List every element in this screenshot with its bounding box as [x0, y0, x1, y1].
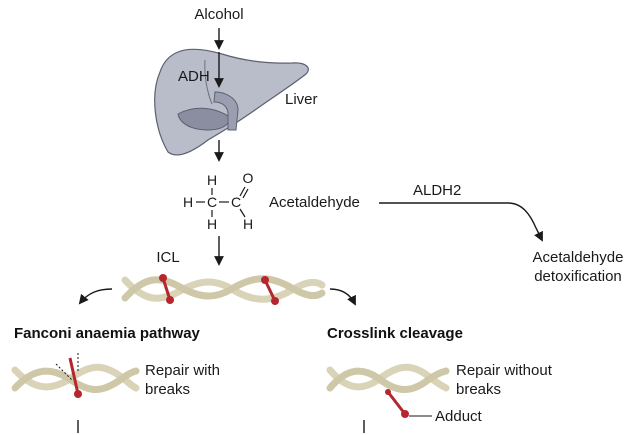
detox-label-line1: Acetaldehyde — [533, 249, 624, 266]
arrow-to-fanconi — [78, 288, 113, 305]
liver-lobe-line — [204, 59, 213, 105]
acetaldehyde-label: Acetaldehyde — [269, 194, 360, 211]
atom-c2: C — [231, 194, 241, 210]
atom-c1: C — [207, 194, 217, 210]
bond-c2-o-b — [242, 188, 249, 199]
crosslink-heading: Crosslink cleavage — [327, 325, 463, 342]
fanconi-crosslink-node — [74, 390, 82, 398]
adduct-anchor — [385, 389, 391, 395]
repair-with-line2: breaks — [145, 381, 190, 398]
adh-label: ADH — [178, 68, 210, 85]
atom-o: O — [243, 170, 254, 186]
fanconi-heading: Fanconi anaemia pathway — [14, 325, 201, 342]
crosslink-node-2a — [261, 276, 269, 284]
aldh2-label: ALDH2 — [413, 182, 461, 199]
acetaldehyde-structure: H O H C C H H — [183, 170, 254, 232]
adduct-bar — [386, 391, 407, 415]
crosslink-node-1a — [159, 274, 167, 282]
portal-vessel-shape — [213, 91, 239, 131]
detox-label-line2: detoxification — [534, 268, 622, 285]
atom-h-top: H — [207, 172, 217, 188]
bond-c2-hbottom — [239, 208, 246, 218]
liver-label: Liver — [285, 91, 318, 108]
crosslink-dna-helix — [326, 363, 450, 418]
fanconi-crosslink-bar — [68, 357, 80, 395]
adduct-label: Adduct — [435, 408, 483, 425]
adduct-node — [401, 410, 409, 418]
repair-without-line2: breaks — [456, 381, 501, 398]
crosslink-node-2b — [271, 297, 279, 305]
alcohol-label: Alcohol — [194, 6, 243, 23]
icl-label: ICL — [156, 249, 179, 266]
crosslink-node-1b — [166, 296, 174, 304]
repair-with-line1: Repair with — [145, 362, 220, 379]
arrow-aldh2 — [379, 202, 543, 242]
atom-h-bottom2: H — [243, 216, 253, 232]
atom-h-left: H — [183, 194, 193, 210]
icl-dna-helix — [121, 274, 326, 305]
repair-without-line1: Repair without — [456, 362, 553, 379]
fanconi-dna-helix — [11, 353, 140, 398]
liver-illustration — [154, 48, 309, 156]
gallbladder-shape — [177, 107, 230, 131]
arrow-to-crosslink — [329, 288, 356, 306]
atom-h-bottom1: H — [207, 216, 217, 232]
bond-c2-o-a — [239, 186, 246, 197]
